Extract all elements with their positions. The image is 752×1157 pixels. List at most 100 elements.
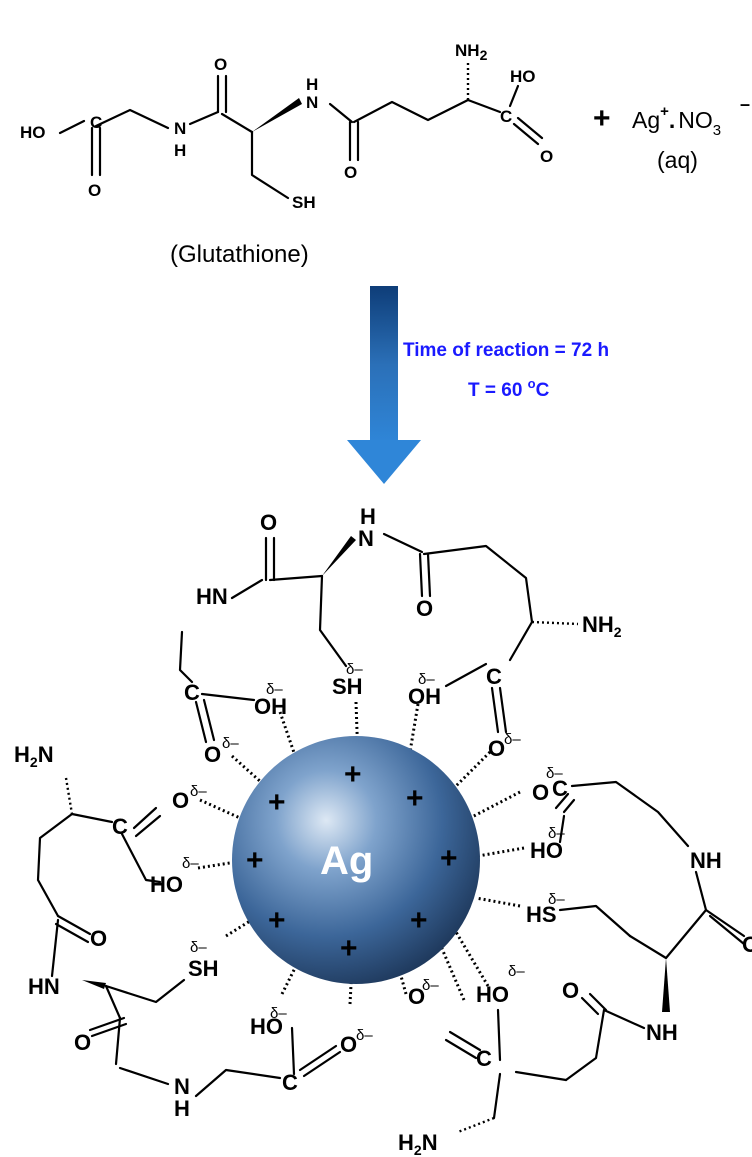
silver-charge: +: [660, 103, 669, 120]
temperature-unit: C: [536, 380, 550, 401]
nitrate-charge: –: [740, 94, 750, 114]
top-o-glu: O: [416, 596, 433, 621]
reactant-h-gly: H: [174, 141, 186, 160]
charge-plus: +: [268, 786, 286, 819]
aqueous-phase: (aq): [657, 147, 698, 173]
charge-plus: +: [344, 758, 362, 791]
reactant-nh2-sub: 2: [480, 47, 488, 63]
product-atoms: O H N HN O NH2 C OH SH OH C O O H2N C O …: [14, 504, 752, 1157]
bottom-c: C: [282, 1070, 298, 1095]
reaction-temperature: T = 60 oC: [468, 376, 550, 401]
left-o: O: [172, 788, 189, 813]
right-ho-lower: HO: [476, 982, 509, 1007]
delta-charge: δ–: [266, 681, 283, 698]
delta-charge: δ–: [182, 855, 199, 872]
delta-charge: δ–: [418, 671, 435, 688]
reactant-c-acid-right: C: [500, 107, 512, 126]
reactant-h-cys: H: [306, 75, 318, 94]
left-h2n: H2N: [14, 742, 54, 770]
reaction-plus: +: [593, 102, 611, 135]
left-h2n-h: H: [14, 742, 30, 767]
charge-plus: +: [246, 844, 264, 877]
nitrate-subscript: 3: [713, 122, 721, 139]
right-c-lower: C: [476, 1046, 492, 1071]
top-nh2-n: NH: [582, 612, 614, 637]
top-c-right: C: [486, 664, 502, 689]
left-h-lower: H: [174, 1096, 190, 1121]
delta-charge: δ–: [546, 765, 563, 782]
reaction-arrow: [347, 286, 421, 484]
delta-charge: δ–: [190, 783, 207, 800]
silver-core: [232, 736, 480, 984]
left-h2n-sub: 2: [30, 754, 38, 770]
reactant-o-acid-right: O: [540, 147, 553, 166]
charge-plus: +: [340, 932, 358, 965]
charge-plus: +: [268, 904, 286, 937]
right-nh-lower: NH: [646, 1020, 678, 1045]
silver-nitrate: Ag+.NO3 – (aq): [632, 94, 750, 173]
reactant-c-acid-left: C: [90, 113, 102, 132]
temperature-value: T = 60: [468, 380, 528, 401]
top-hn: HN: [196, 584, 228, 609]
right-c-upper: C: [552, 776, 568, 801]
left-ho: HO: [150, 872, 183, 897]
delta-charge: δ–: [222, 735, 239, 752]
delta-charge: δ–: [356, 1027, 373, 1044]
top-nh2-sub: 2: [614, 624, 622, 640]
right-nh: NH: [690, 848, 722, 873]
reactant-o-glu: O: [344, 163, 357, 182]
right-ho: HO: [530, 838, 563, 863]
top-sh: SH: [332, 674, 363, 699]
bottom-o: O: [340, 1032, 357, 1057]
left-n-lower: N: [174, 1074, 190, 1099]
delta-charge: δ–: [508, 963, 525, 980]
bottom-ho: HO: [250, 1014, 283, 1039]
left-sh: SH: [188, 956, 219, 981]
right-hs: HS: [526, 902, 557, 927]
right-h2n-h: H: [398, 1130, 414, 1155]
top-n-amide: N: [358, 526, 374, 551]
right-o-lower: O: [562, 978, 579, 1003]
reactant-n-cys: N: [306, 93, 318, 112]
left-o-lower: O: [74, 1030, 91, 1055]
top-o-left: O: [204, 742, 221, 767]
left-c: C: [112, 814, 128, 839]
reactant-nh2: NH2: [455, 41, 488, 63]
reactant-o-cys: O: [214, 55, 227, 74]
right-h2n: H2N: [398, 1130, 438, 1157]
right-o-amide: O: [742, 932, 752, 957]
top-h-amide: H: [360, 504, 376, 529]
delta-charge: δ–: [190, 939, 207, 956]
ligand-bonds: [36, 532, 746, 1134]
top-o-right: O: [488, 736, 505, 761]
glutathione-label: (Glutathione): [170, 241, 309, 268]
top-oh-right: OH: [408, 684, 441, 709]
charge-plus: +: [406, 782, 424, 815]
reactant-o-acid-left: O: [88, 181, 101, 200]
reactant-n-gly: N: [174, 119, 186, 138]
nitrate-symbol: NO: [678, 107, 713, 133]
delta-charge: δ–: [548, 825, 565, 842]
reaction-time: Time of reaction = 72 h: [403, 340, 609, 361]
ion-dot: .: [669, 107, 675, 133]
right-h2n-sub: 2: [414, 1142, 422, 1157]
surface-charges: + + + + + + + +: [246, 758, 458, 965]
charge-plus: +: [410, 904, 428, 937]
glutathione-structure: HO C O N H O N H SH O NH2 C HO O: [20, 41, 553, 212]
top-oh-left: OH: [254, 694, 287, 719]
delta-charge: δ–: [270, 1005, 287, 1022]
left-hn: HN: [28, 974, 60, 999]
reactant-ho-right: HO: [510, 67, 536, 86]
charge-plus: +: [440, 842, 458, 875]
reactant-nh2-main: NH: [455, 41, 480, 60]
delta-charge: δ–: [422, 977, 439, 994]
top-o-amide: O: [260, 510, 277, 535]
right-o-near-core: O: [408, 984, 425, 1009]
right-h2n-n: N: [422, 1130, 438, 1155]
delta-charge: δ–: [548, 891, 565, 908]
temperature-degree: o: [528, 376, 536, 391]
delta-charge: δ–: [346, 661, 363, 678]
reactant-sh: SH: [292, 193, 316, 212]
top-nh2: NH2: [582, 612, 622, 640]
right-o-upper: O: [532, 780, 549, 805]
